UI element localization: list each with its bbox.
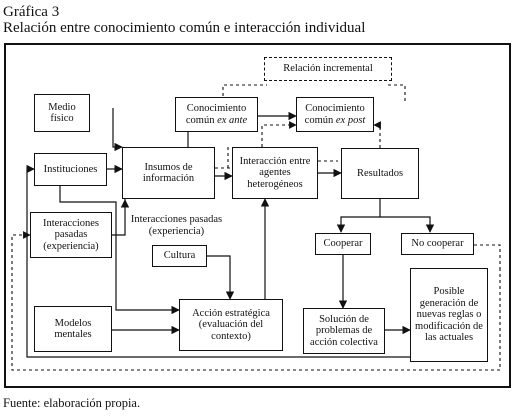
arrow-resultados-nocooperar [380,216,435,233]
node-interacciones-pasadas: Interacciones pasadas (experiencia) [30,212,112,258]
figure-title: Relación entre conocimiento común e inte… [3,20,366,36]
node-solucion: Solución de problemas de acción colectiv… [303,308,385,354]
node-interaccion: Interacción entre agentes heterogéneos [232,147,318,199]
node-medio-fisico: Medio físico [34,94,90,132]
node-relacion-incremental: Relación incremental [264,57,392,81]
feedback-loop-dashed [11,231,501,371]
node-no-cooperar: No cooperar [401,233,474,255]
arrow-instituciones-accion [59,186,180,315]
dashed-relacion-bracket [222,84,267,96]
node-insumos: Insumos de información [122,147,215,199]
arrow-resultados-cooperar [336,216,380,233]
figure-label: Gráfica 3 [3,4,60,20]
node-instituciones: Instituciones [34,153,107,186]
arrow-cultura-accion [207,255,235,300]
dashed-resultados-expost [373,121,381,148]
dashed-interaccion-expost [261,121,297,147]
dashed-nocooperar-loop [474,244,501,268]
dashed-relacion-right [388,84,406,101]
node-modelos-mentales: Modelos mentales [34,306,112,352]
node-resultados: Resultados [341,148,419,199]
node-accion-estrategica: Acción estratégica (evaluación del conte… [179,299,283,351]
label-interacciones-pasadas: Interacciones pasadas (experiencia) [130,214,223,237]
arrow-medio-insumos [112,108,123,152]
diagram-frame [4,43,511,388]
node-cultura: Cultura [152,245,207,267]
node-posible: Posible generación de nuevas reglas o mo… [410,268,488,362]
node-cooperar: Cooperar [315,233,371,255]
figure-source: Fuente: elaboración propia. [3,396,141,410]
